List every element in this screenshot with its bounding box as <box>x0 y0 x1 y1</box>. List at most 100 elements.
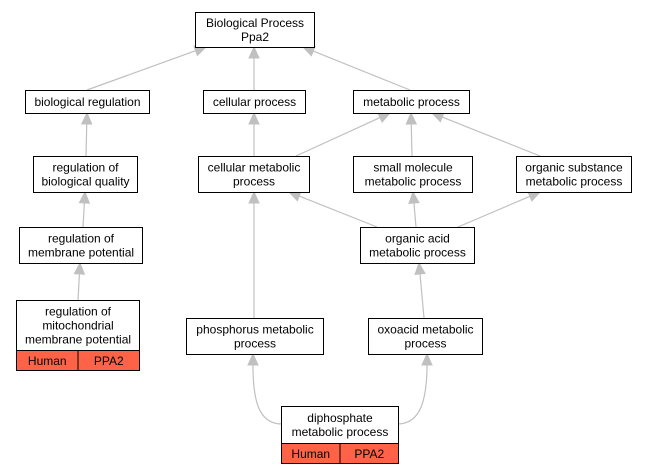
edge-regulation_of_mitochondrial_membrane_potential-to-regulation_of_membrane_potential <box>73 261 86 301</box>
node-box <box>360 227 475 264</box>
node-box <box>353 90 470 114</box>
node-box <box>368 318 483 355</box>
node-label-line: process <box>234 337 276 351</box>
node-label-line: metabolic process <box>369 246 466 260</box>
node-box <box>33 156 138 193</box>
edge-organic_acid_metabolic_process-to-cellular_metabolic_process <box>287 190 378 228</box>
edge-cellular_metabolic_process-to-cellular_process <box>248 111 260 156</box>
gene-label: PPA2 <box>354 447 384 461</box>
edge-arrowhead <box>405 111 418 125</box>
node-box <box>186 318 324 355</box>
node-label-line: membrane potential <box>28 246 134 260</box>
edges-layer <box>73 45 542 425</box>
node-label-line: metabolic process <box>365 175 462 189</box>
edge-line <box>295 117 381 157</box>
edge-line <box>252 354 283 425</box>
node-label-line: diphosphate <box>307 411 373 425</box>
gene-cell <box>77 350 140 371</box>
edge-metabolic_process-to-biological_process <box>301 45 411 91</box>
node-label-line: cellular metabolic <box>208 161 301 175</box>
edge-regulation_of_membrane_potential-to-regulation_of_biological_quality <box>78 190 91 228</box>
node-box <box>195 12 315 48</box>
node-label-line: membrane potential <box>25 333 131 347</box>
edge-line <box>298 195 378 228</box>
node-label-line: Ppa2 <box>241 30 269 44</box>
node-label-line: regulation of <box>48 232 115 246</box>
edge-biological_regulation-to-biological_process <box>86 45 208 91</box>
node-label-line: small molecule <box>373 161 453 175</box>
node-label-line: metabolic process <box>363 95 460 109</box>
edge-cellular_metabolic_process-to-metabolic_process <box>295 112 392 157</box>
node-label-line: metabolic process <box>526 175 623 189</box>
node-label-line: biological quality <box>41 175 129 189</box>
edge-arrowhead <box>248 45 260 59</box>
edge-cellular_process-to-biological_process <box>248 45 260 90</box>
edge-line <box>85 123 88 157</box>
species-label: Human <box>28 354 67 368</box>
edge-line <box>410 123 413 157</box>
edge-arrowhead <box>408 190 420 204</box>
node-box <box>198 156 310 193</box>
edge-diphosphate_metabolic_process-to-oxoacid_metabolic_process <box>396 352 433 425</box>
node-box <box>353 156 473 193</box>
edge-line <box>457 195 531 228</box>
edge-line <box>77 273 81 301</box>
node-label-line: regulation of <box>52 161 119 175</box>
edge-arrowhead <box>247 352 259 366</box>
edge-small_molecule_metabolic_process-to-metabolic_process <box>405 111 418 157</box>
node-box <box>25 90 150 114</box>
node-metabolic_process[interactable]: metabolic process <box>353 90 470 114</box>
node-box <box>19 227 143 264</box>
node-box <box>203 90 306 114</box>
node-label-line: biological regulation <box>34 95 140 109</box>
edge-line <box>86 50 196 91</box>
edge-organic_acid_metabolic_process-to-organic_substance_metabolic_process <box>457 191 542 228</box>
gene-label: PPA2 <box>94 354 124 368</box>
edge-regulation_of_biological_quality-to-biological_regulation <box>80 111 93 157</box>
edge-phosphorus_metabolic_process-to-cellular_metabolic_process <box>248 190 260 318</box>
edge-line <box>441 116 541 157</box>
edge-arrowhead <box>73 261 86 275</box>
node-label-line: regulation of <box>45 305 112 319</box>
species-label: Human <box>291 447 330 461</box>
node-label-line: Biological Process <box>206 16 304 30</box>
node-label-line: organic acid <box>385 232 450 246</box>
node-label-line: organic substance <box>525 161 623 175</box>
node-biological_regulation[interactable]: biological regulation <box>25 90 150 114</box>
edge-line <box>312 50 411 91</box>
node-label-line: phosphorus metabolic <box>196 323 313 337</box>
node-box <box>516 156 632 193</box>
edge-line <box>82 202 85 228</box>
node-cellular_process[interactable]: cellular process <box>203 90 306 114</box>
node-label-line: oxoacid metabolic <box>377 323 473 337</box>
edge-line <box>419 273 425 319</box>
edge-line <box>396 354 428 425</box>
edge-diphosphate_metabolic_process-to-phosphorus_metabolic_process <box>247 352 283 425</box>
node-label-line: metabolic process <box>292 425 389 439</box>
edge-arrowhead <box>78 190 91 204</box>
edge-arrowhead <box>80 111 93 125</box>
edge-oxoacid_metabolic_process-to-organic_acid_metabolic_process <box>414 261 426 319</box>
node-label-line: cellular process <box>213 95 296 109</box>
edge-arrowhead <box>421 352 433 366</box>
edge-arrowhead <box>248 111 260 125</box>
edge-line <box>413 202 417 228</box>
edge-organic_acid_metabolic_process-to-small_molecule_metabolic_process <box>408 190 420 228</box>
node-label-line: mitochondrial <box>42 319 113 333</box>
node-label-line: process <box>233 175 275 189</box>
gene-cell <box>339 443 399 464</box>
edge-organic_substance_metabolic_process-to-metabolic_process <box>430 111 541 157</box>
